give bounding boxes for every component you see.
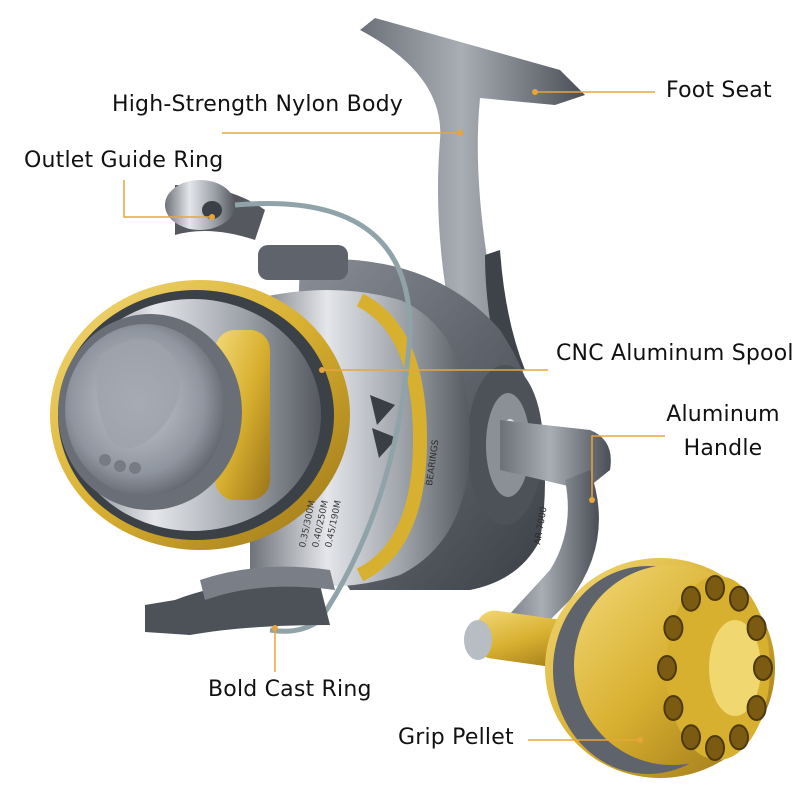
grip-hole bbox=[681, 724, 701, 751]
label-nylon-body: High-Strength Nylon Body bbox=[112, 92, 403, 117]
leader-lines bbox=[123, 89, 665, 743]
grip-hole bbox=[705, 735, 725, 761]
grip-hole bbox=[657, 655, 677, 681]
spool bbox=[50, 280, 350, 550]
grip-hole bbox=[746, 615, 767, 641]
bail-arm bbox=[145, 566, 335, 635]
label-cast-ring: Bold Cast Ring bbox=[208, 677, 372, 702]
leader-outlet-guide-ring bbox=[123, 180, 212, 218]
grip-hole bbox=[753, 655, 773, 681]
grip-hole bbox=[663, 695, 684, 721]
label-handle: Aluminum Handle bbox=[665, 398, 781, 466]
grip-hole bbox=[663, 615, 684, 641]
grip-hole bbox=[746, 695, 767, 721]
leader-handle bbox=[591, 435, 665, 500]
label-spool: CNC Aluminum Spool bbox=[556, 341, 794, 366]
label-foot-seat: Foot Seat bbox=[666, 78, 772, 103]
line-roller bbox=[165, 180, 348, 280]
grip-knob-holes bbox=[657, 575, 773, 761]
label-handle-line1: Aluminum bbox=[666, 402, 780, 427]
grip-hole bbox=[681, 585, 701, 612]
label-handle-line2: Handle bbox=[683, 436, 763, 461]
grip-hole bbox=[729, 724, 749, 751]
grip-hole bbox=[705, 575, 725, 601]
label-grip: Grip Pellet bbox=[398, 725, 514, 750]
grip-hole bbox=[729, 585, 749, 612]
label-outlet-guide-ring: Outlet Guide Ring bbox=[24, 148, 224, 173]
